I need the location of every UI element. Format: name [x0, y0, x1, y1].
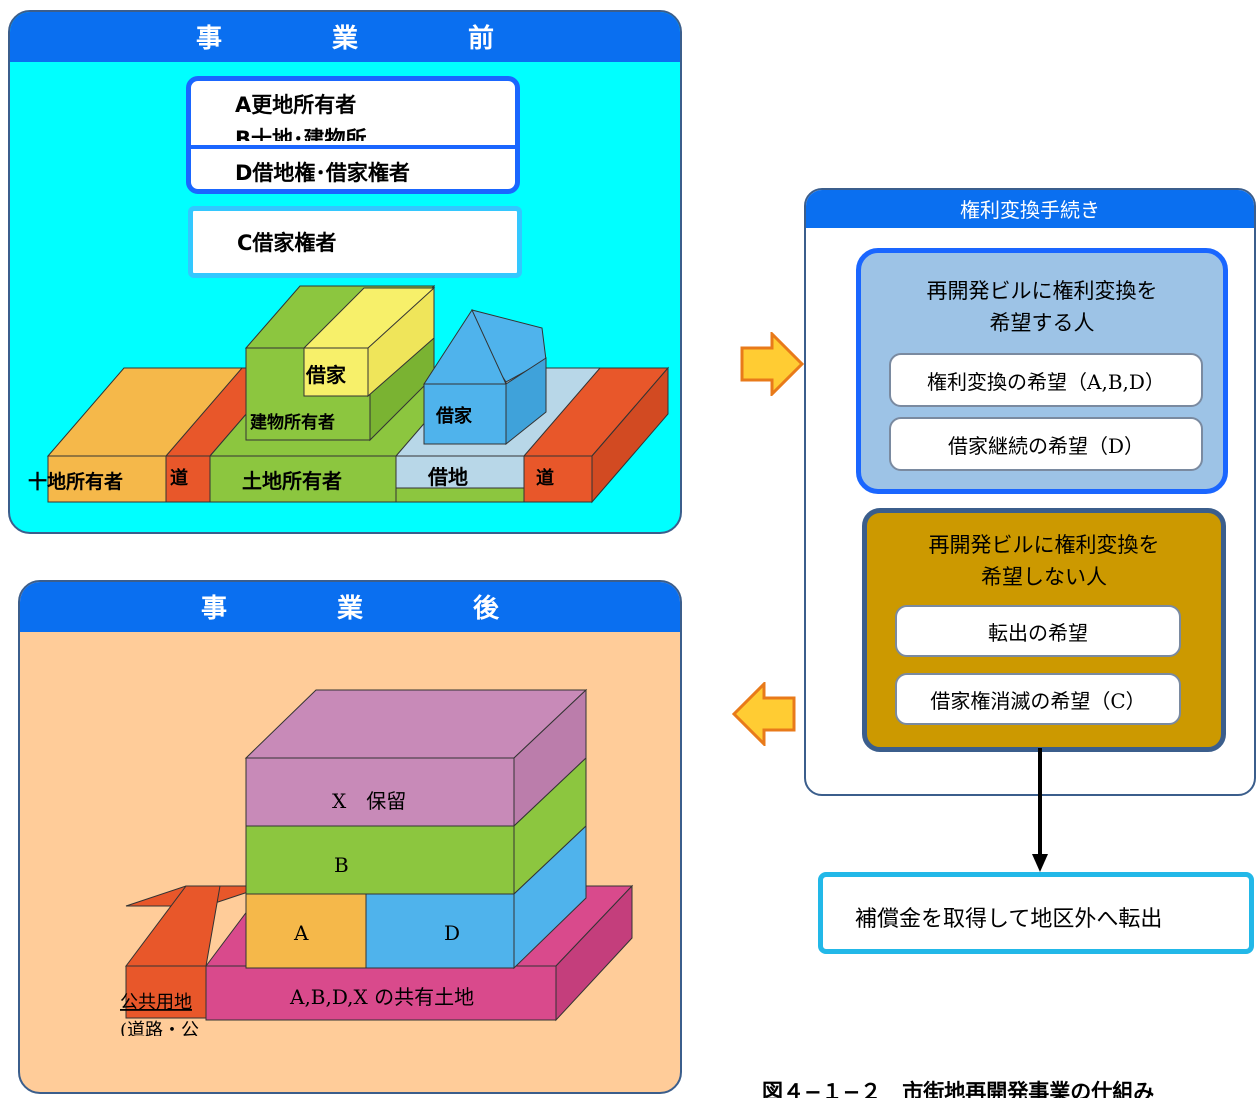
wish-group-line2: 希望する人	[989, 311, 1095, 335]
nowish-option-relocate: 転出の希望	[895, 605, 1181, 657]
leased-land-front	[395, 455, 535, 489]
tower-d-side	[513, 824, 587, 970]
owner-box-abd: A更地所有者 B十地･建物所 D借地権･借家権者	[186, 76, 520, 194]
owner-line-a: A更地所有者	[235, 93, 357, 117]
figure-caption: 図４−１−２ 市街地再開発事業の仕組み	[762, 1080, 1155, 1098]
wish-group-line1: 再開発ビルに権利変換を	[926, 279, 1158, 303]
left-land-front	[47, 455, 175, 503]
right-road-side	[591, 366, 669, 504]
after-title: 事 業 後	[20, 582, 680, 632]
compensation-box: 補償金を取得して地区外へ転出	[818, 872, 1254, 954]
nowish-option-lease-end: 借家権消滅の希望（C）	[895, 673, 1181, 725]
label-land-owner-left: 十地所有者	[28, 470, 123, 493]
label-shared-land: A,B,D,X の共有土地	[289, 985, 474, 1009]
label-public-land-2: (道路・公	[120, 1020, 200, 1036]
arrow-right-icon	[740, 332, 804, 396]
yellow-unit-side	[367, 286, 435, 398]
tower-d-front	[365, 893, 515, 969]
center-land-front	[209, 455, 405, 503]
tower-a-front	[245, 893, 367, 969]
leased-land-base	[395, 487, 535, 503]
label-road-right: 道	[536, 467, 554, 489]
figure-caption-clip: 図４−１−２ 市街地再開発事業の仕組み	[762, 1074, 1260, 1098]
procedure-panel: 権利変換手続き 再開発ビルに権利変換を 希望する人 権利変換の希望（A,B,D）…	[804, 188, 1256, 796]
tower-x-front	[245, 757, 515, 827]
owner-line-c: C借家権者	[237, 231, 337, 255]
nowish-group: 再開発ビルに権利変換を 希望しない人 転出の希望 借家権消滅の希望（C）	[862, 508, 1226, 752]
house-side	[505, 357, 547, 446]
nowish-group-line2: 希望しない人	[981, 565, 1107, 589]
left-road-front	[165, 455, 211, 503]
owner-line-b-clip: B十地･建物所	[235, 119, 495, 141]
arrow-down-icon	[1032, 748, 1048, 872]
label-shakuya-2: 借家	[435, 405, 473, 427]
public-land-front	[125, 965, 211, 1019]
label-leased-land: 借地	[427, 465, 468, 489]
label-reserve: X 保留	[332, 789, 406, 813]
procedure-title: 権利変換手続き	[806, 190, 1254, 228]
wish-option-lease-continue: 借家継続の希望（D）	[889, 417, 1203, 471]
nowish-group-line1: 再開発ビルに権利変換を	[928, 533, 1160, 557]
label-public-land-1: 公共用地	[120, 992, 192, 1013]
wish-group: 再開発ビルに権利変換を 希望する人 権利変換の希望（A,B,D） 借家継続の希望…	[856, 248, 1228, 494]
shared-land-side	[555, 884, 633, 1022]
label-land-owner-center: 土地所有者	[242, 469, 342, 493]
label-shakuya-1: 借家	[305, 363, 347, 387]
tower-b-front	[245, 825, 515, 895]
public-land-2-clip: (道路・公	[120, 1014, 260, 1036]
compensation-text: 補償金を取得して地区外へ転出	[855, 907, 1163, 932]
before-title: 事 業 前	[10, 12, 680, 62]
label-road-left: 道	[170, 467, 188, 489]
right-road-front	[523, 455, 593, 503]
wish-option-conversion: 権利変換の希望（A,B,D）	[889, 353, 1203, 407]
owner-line-d: D借地権･借家権者	[235, 161, 410, 185]
label-a: A	[293, 921, 309, 945]
arrow-left-icon	[732, 682, 796, 746]
owner-line-b: B十地･建物所	[235, 127, 367, 141]
house-gable	[423, 308, 507, 385]
before-illustration: 借家 建物所有者 借家 十地所有者 道 土地所有者 借地 道	[28, 284, 670, 504]
after-panel: 事 業 後 X 保留 B A D A,B,D,X の共有土地 公共用地 (道路・…	[18, 580, 682, 1094]
label-building-owner: 建物所有者	[250, 412, 335, 433]
owner-box-c: C借家権者	[188, 206, 522, 278]
after-illustration: X 保留 B A D A,B,D,X の共有土地 公共用地	[120, 688, 634, 1022]
label-d: D	[444, 921, 460, 945]
owner-box-divider	[191, 145, 515, 149]
label-b: B	[334, 853, 349, 877]
before-panel: 事 業 前 A更地所有者 B十地･建物所 D借地権･借家権者 C借家権者	[8, 10, 682, 534]
